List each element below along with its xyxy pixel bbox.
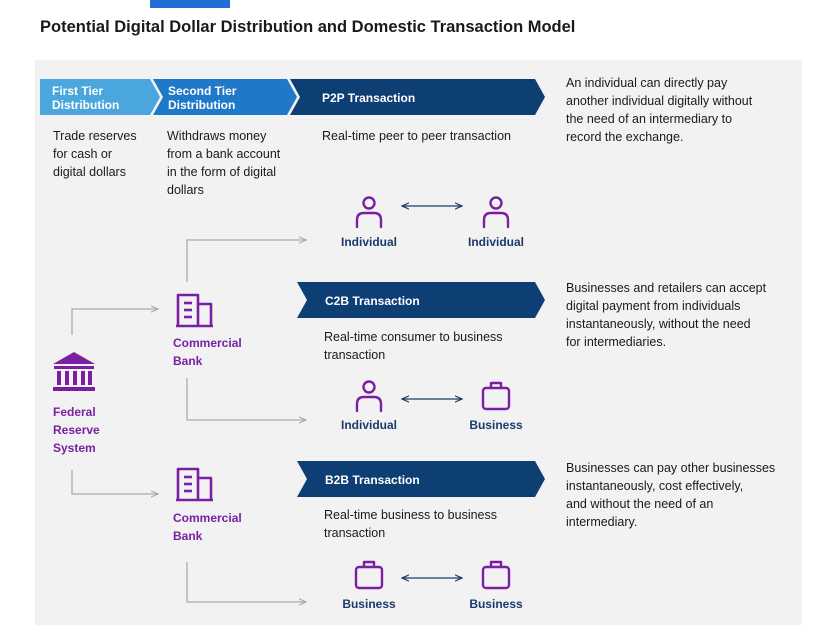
first-tier-label-line2: Distribution — [52, 98, 120, 112]
second-tier-chevron — [153, 79, 297, 115]
b2b-side-line: Businesses can pay other businesses — [566, 461, 776, 475]
commercial-bank-line: Commercial — [173, 336, 242, 350]
p2p-chevron — [290, 79, 545, 115]
person-icon — [355, 196, 383, 229]
commercial-bank-line: Bank — [173, 529, 203, 543]
federal-reserve-line: Federal — [53, 405, 96, 419]
commercial-bank-1-label: Commercial Bank — [173, 334, 242, 370]
c2b-chevron — [297, 282, 545, 318]
first-tier-desc-line: digital dollars — [53, 165, 126, 179]
briefcase-icon — [481, 560, 511, 590]
b2b-side-line: intermediary. — [566, 515, 638, 529]
second-tier-desc-line: in the form of digital — [167, 165, 277, 179]
c2b-side-line: for intermediaries. — [566, 335, 667, 349]
commercial-bank-line: Bank — [173, 354, 203, 368]
federal-reserve-line: System — [53, 441, 96, 455]
b2b-to-label: Business — [469, 597, 523, 611]
b2b-chevron — [297, 461, 545, 497]
p2p-to-label: Individual — [467, 235, 524, 249]
p2p-side-line: the need of an intermediary to — [566, 112, 733, 126]
bank2-to-b2b-line — [186, 562, 306, 602]
bank-icon — [53, 352, 95, 391]
b2b-description: Real-time business to business transacti… — [324, 506, 497, 542]
first-tier-description: Trade reserves for cash or digital dolla… — [53, 127, 137, 181]
p2p-side-line: An individual can directly pay — [566, 76, 728, 90]
briefcase-icon — [354, 560, 384, 590]
commercial-bank-line: Commercial — [173, 511, 242, 525]
c2b-description: Real-time consumer to business transacti… — [324, 328, 503, 364]
bank1-to-p2p-line — [186, 240, 306, 282]
p2p-label: P2P Transaction — [322, 91, 416, 105]
second-tier-desc-line: from a bank account — [167, 147, 281, 161]
second-tier-desc-line: dollars — [167, 183, 204, 197]
b2b-desc-line: Real-time business to business — [324, 508, 497, 522]
second-tier-label-line1: Second Tier — [168, 84, 237, 98]
page-title: Potential Digital Dollar Distribution an… — [40, 18, 576, 36]
p2p-side-text: An individual can directly pay another i… — [566, 74, 752, 146]
c2b-side-line: digital payment from individuals — [566, 299, 741, 313]
briefcase-icon — [481, 381, 511, 411]
b2b-side-line: and without the need of an — [566, 497, 714, 511]
building-icon — [176, 467, 213, 502]
b2b-desc-line: transaction — [324, 526, 386, 540]
building-icon — [176, 293, 213, 328]
person-icon — [482, 196, 510, 229]
b2b-label: B2B Transaction — [325, 473, 420, 487]
first-tier-label-line1: First Tier — [52, 84, 104, 98]
first-tier-desc-line: for cash or — [53, 147, 113, 161]
c2b-to-label: Business — [469, 418, 523, 432]
commercial-bank-2-label: Commercial Bank — [173, 509, 242, 545]
fed-to-bank1-line — [71, 309, 158, 335]
top-accent-bar — [150, 0, 230, 8]
c2b-side-line: Businesses and retailers can accept — [566, 281, 767, 295]
b2b-side-line: instantaneously, cost effectively, — [566, 479, 744, 493]
c2b-desc-line: Real-time consumer to business — [324, 330, 503, 344]
second-tier-desc-line: Withdraws money — [167, 129, 267, 143]
c2b-from-label: Individual — [340, 418, 397, 432]
c2b-desc-line: transaction — [324, 348, 386, 362]
first-tier-chevron — [40, 79, 160, 115]
second-tier-description: Withdraws money from a bank account in t… — [167, 127, 280, 199]
c2b-side-text: Businesses and retailers can accept digi… — [566, 279, 766, 351]
second-tier-label-line2: Distribution — [168, 98, 236, 112]
c2b-label: C2B Transaction — [325, 294, 420, 308]
c2b-side-line: instantaneously, without the need — [566, 317, 751, 331]
fed-to-bank2-line — [71, 470, 158, 494]
diagram-panel — [35, 60, 802, 625]
p2p-side-line: record the exchange. — [566, 130, 684, 144]
b2b-from-label: Business — [342, 597, 396, 611]
p2p-description: Real-time peer to peer transaction — [322, 129, 511, 143]
second-tier-label: Second Tier Distribution — [168, 84, 236, 112]
bank1-to-c2b-line — [186, 378, 306, 420]
p2p-side-line: another individual digitally without — [566, 94, 753, 108]
first-tier-desc-line: Trade reserves — [53, 129, 137, 143]
person-icon — [355, 380, 383, 413]
federal-reserve-line: Reserve — [53, 423, 100, 437]
b2b-side-text: Businesses can pay other businesses inst… — [566, 459, 775, 531]
p2p-from-label: Individual — [340, 235, 397, 249]
first-tier-label: First Tier Distribution — [52, 84, 119, 112]
federal-reserve-label: Federal Reserve System — [53, 403, 100, 457]
